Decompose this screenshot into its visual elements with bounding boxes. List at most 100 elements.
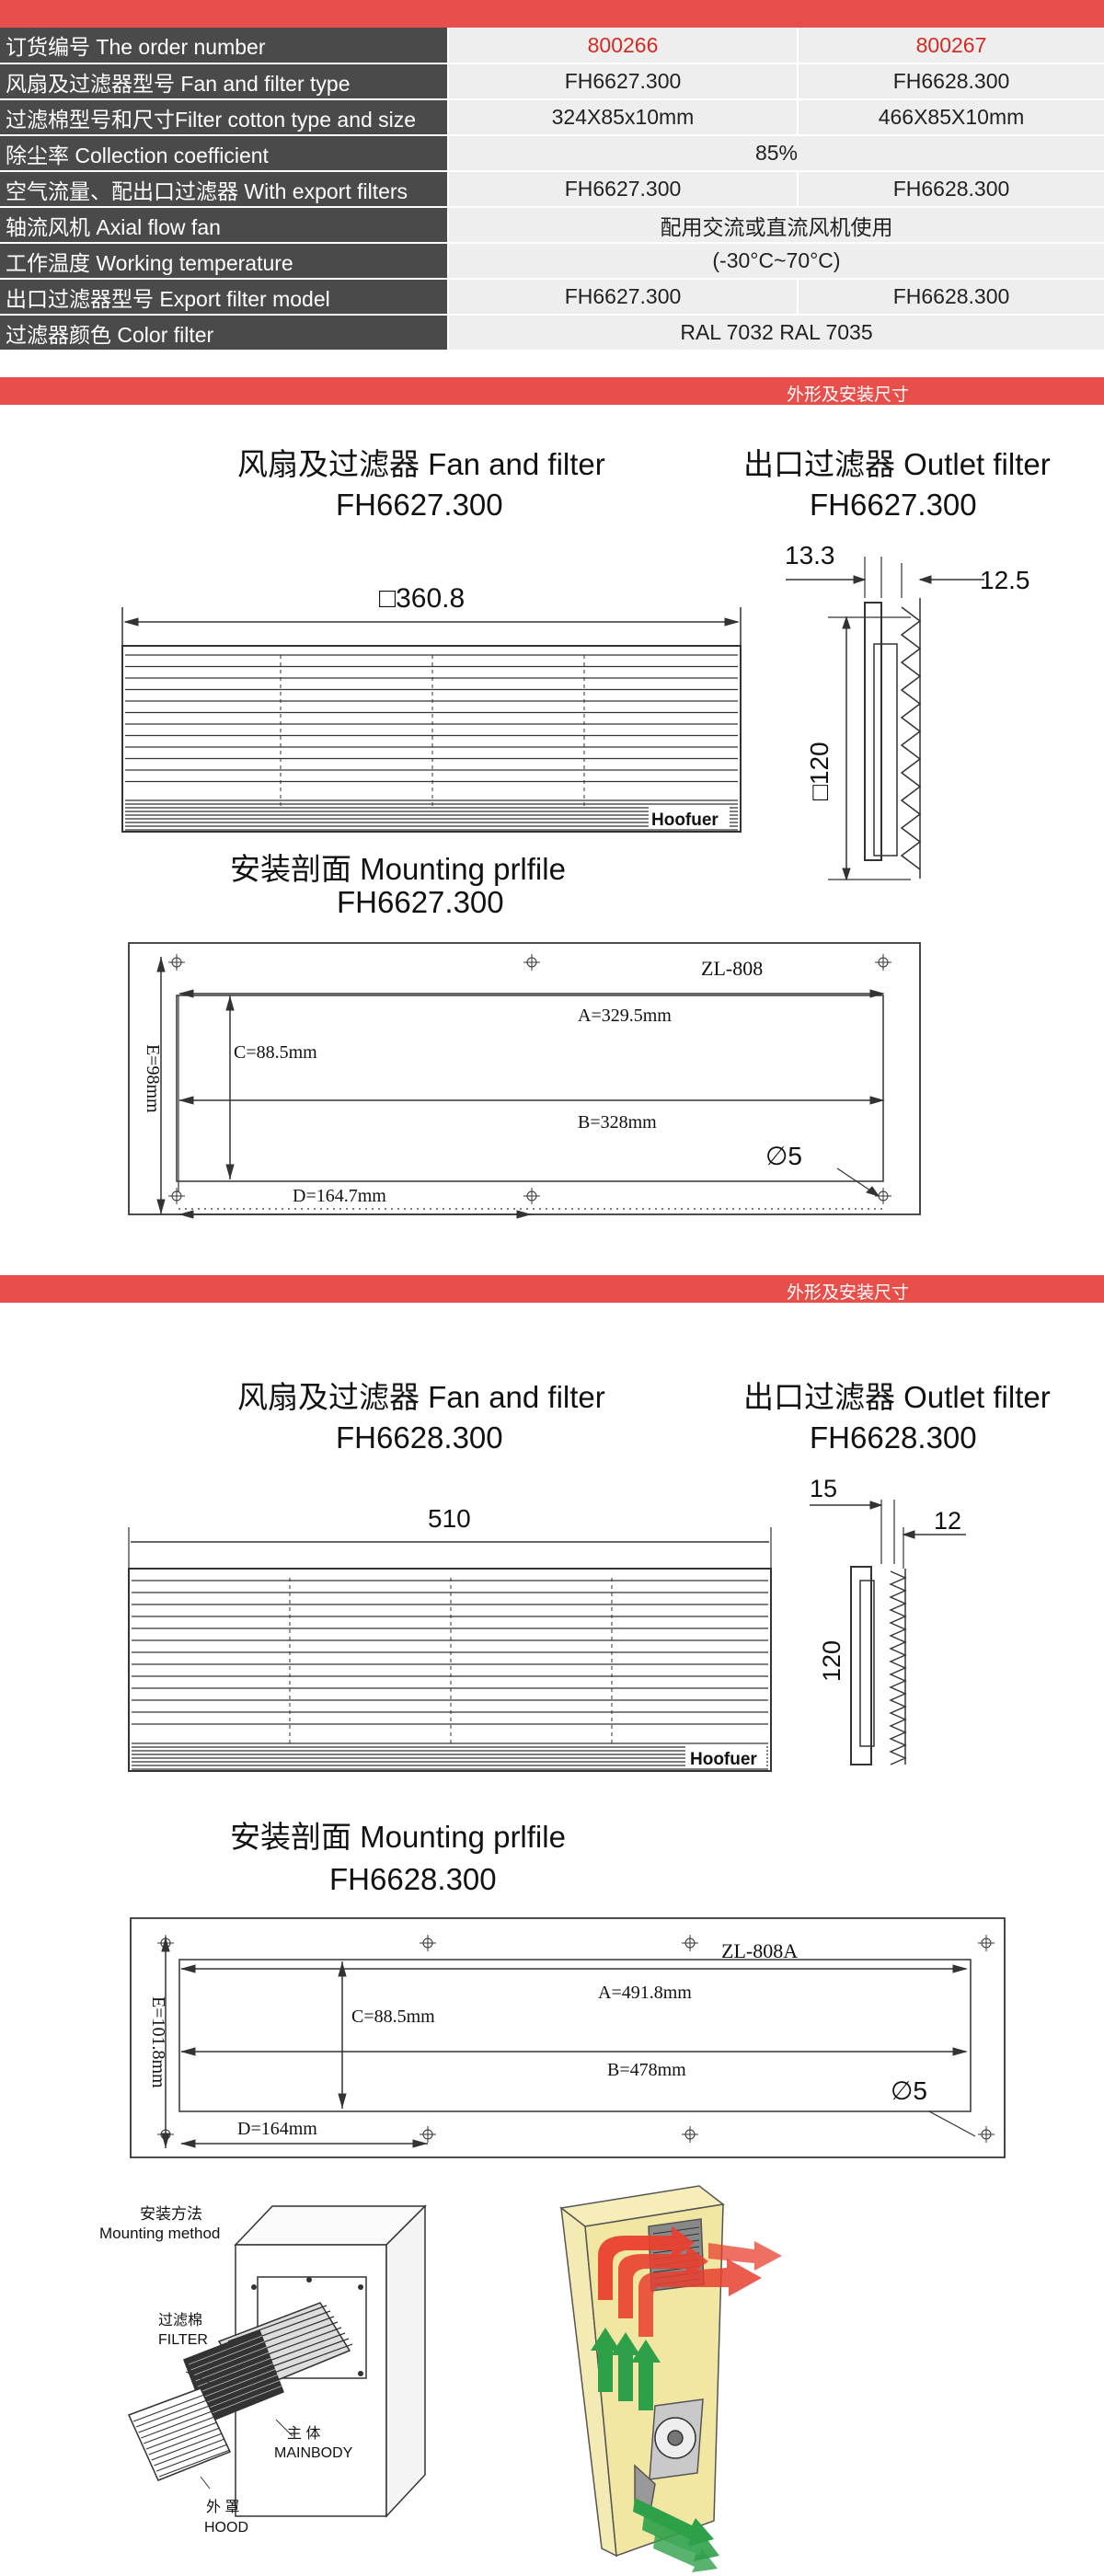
fan-width-dim: □360.8 — [379, 583, 465, 614]
mounting-method-title-cn: 安装方法 — [140, 2205, 202, 2223]
mount-hole-marker — [523, 1188, 540, 1204]
mount-hole-marker — [682, 1935, 698, 1951]
fan-grille-front-view-2 — [128, 1527, 772, 1772]
mount-dim-d: D=164.7mm — [293, 1186, 386, 1206]
spec-row-value: (-30°C~70°C) — [448, 243, 1104, 280]
hood-slat — [144, 2416, 215, 2444]
mount-dim-a: A=329.5mm — [578, 1006, 672, 1026]
outlet-dim-right-2: 12 — [934, 1507, 961, 1535]
filter-label-en: FILTER — [158, 2332, 208, 2348]
mount-dim-e: E=98mm — [143, 1044, 163, 1113]
hood-slat — [138, 2405, 210, 2433]
mount-profile-title-2: 安装剖面 Mounting prlfile — [230, 1820, 566, 1854]
mainbody-label-en: MAINBODY — [274, 2445, 353, 2461]
outlet-dim-right: 12.5 — [980, 566, 1030, 594]
hood-label-en: HOOD — [204, 2520, 248, 2536]
spec-row-value-1: FH6627.300 — [448, 63, 799, 100]
fan-filter-title-2: 风扇及过滤器 Fan and filter — [237, 1380, 605, 1414]
section-bar-label: 外形及安装尺寸 — [787, 385, 910, 405]
filter-mesh-line — [188, 2335, 263, 2365]
mount-hole-marker — [523, 954, 540, 971]
spec-row-value-1: FH6627.300 — [448, 279, 799, 316]
section-bar-2: 外形及安装尺寸 — [0, 1275, 1104, 1303]
spec-row-value-2: 800267 — [798, 28, 1104, 64]
mount-dim-b: B=328mm — [578, 1112, 657, 1133]
brand-label: Hoofuer — [651, 811, 719, 830]
outlet-height-dim: □120 — [805, 742, 834, 800]
spec-row-value-2: FH6628.300 — [798, 63, 1104, 100]
mount-part-number-2: ZL-808A — [721, 1939, 798, 1962]
mount-hole-marker — [978, 1935, 995, 1951]
mount-dim-c-2: C=88.5mm — [351, 2007, 435, 2027]
spec-row-value-2: FH6628.300 — [798, 279, 1104, 316]
spec-row-value-1: 800266 — [448, 28, 799, 64]
body-slat — [227, 2305, 328, 2342]
section-bar-label-2: 外形及安装尺寸 — [787, 1283, 910, 1303]
mount-hole-dim: ∅5 — [765, 1142, 802, 1170]
filter-mesh-line — [206, 2379, 282, 2409]
mount-dim-a-2: A=491.8mm — [598, 1983, 692, 2003]
mounting-method-illustration — [127, 2204, 427, 2518]
top-accent-bar — [0, 0, 1104, 28]
outlet-dim-left: 13.3 — [785, 541, 835, 569]
spec-row-label: 工作温度 Working temperature — [0, 243, 449, 280]
outlet-filter-model-2: FH6628.300 — [810, 1420, 977, 1455]
filter-mesh-line — [192, 2346, 268, 2376]
outlet-filter-title-2: 出口过滤器 Outlet filter — [743, 1380, 1051, 1414]
spec-row-label: 风扇及过滤器型号 Fan and filter type — [0, 63, 449, 100]
mount-hole-marker — [978, 2126, 995, 2143]
hood-label-cn: 外 罩 — [206, 2499, 239, 2515]
cool-air-arrows — [591, 2328, 719, 2572]
mounting-method-title-en: Mounting method — [99, 2225, 220, 2242]
mount-hole-marker — [420, 1935, 436, 1951]
spec-row-value-2: FH6628.300 — [798, 171, 1104, 208]
spec-row-label: 订货编号 The order number — [0, 28, 449, 64]
mainbody-label-cn: 主 体 — [287, 2425, 320, 2442]
mount-hole-marker — [420, 2126, 436, 2143]
spec-row-label: 除尘率 Collection coefficient — [0, 135, 449, 172]
mount-hole-marker — [168, 954, 185, 971]
mount-hole-marker — [682, 2126, 698, 2143]
spec-row: 工作温度 Working temperature(-30°C~70°C) — [0, 243, 1104, 280]
mount-profile-drawing-2 — [130, 1917, 1006, 2158]
filter-mesh-line — [201, 2368, 277, 2398]
mount-profile-model-2: FH6628.300 — [329, 1862, 497, 1896]
mount-dim-d-2: D=164mm — [237, 2119, 317, 2139]
spec-row-value: RAL 7032 RAL 7035 — [448, 315, 1104, 351]
hood-slat — [135, 2399, 207, 2428]
mount-profile-model: FH6627.300 — [337, 885, 504, 919]
spec-row-value-1: 324X85x10mm — [448, 99, 799, 136]
outlet-height-dim-2: 120 — [818, 1640, 845, 1682]
spec-row-value: 配用交流或直流风机使用 — [448, 207, 1104, 244]
hood-slat — [141, 2410, 213, 2439]
mount-dim-c: C=88.5mm — [234, 1042, 317, 1063]
filter-mesh-line — [200, 2363, 274, 2393]
filter-mesh-line — [195, 2352, 270, 2382]
filter-mesh-line — [190, 2340, 265, 2371]
outlet-filter-model: FH6627.300 — [810, 488, 977, 522]
hood-slat — [154, 2438, 225, 2467]
filter-mesh-line — [197, 2357, 272, 2387]
mount-dim-b-2: B=478mm — [607, 2060, 686, 2080]
filter-mesh-line — [204, 2374, 279, 2404]
spec-row-label: 出口过滤器型号 Export filter model — [0, 279, 449, 316]
louver-profile — [889, 1570, 907, 1765]
mount-hole-marker — [168, 1188, 185, 1204]
outlet-filter-side-view — [786, 557, 984, 881]
spec-row-label: 过滤棉型号和尺寸Filter cotton type and size — [0, 99, 449, 136]
hot-air-arrows — [598, 2226, 782, 2337]
louver-profile — [900, 606, 922, 870]
spec-row-value: 85% — [448, 135, 1104, 172]
fan-filter-title: 风扇及过滤器 Fan and filter — [237, 447, 605, 481]
hood-slat — [132, 2394, 205, 2422]
outlet-dim-left-2: 15 — [810, 1475, 837, 1502]
fan-filter-model: FH6627.300 — [336, 488, 503, 522]
brand-label-2: Hoofuer — [690, 1750, 757, 1769]
